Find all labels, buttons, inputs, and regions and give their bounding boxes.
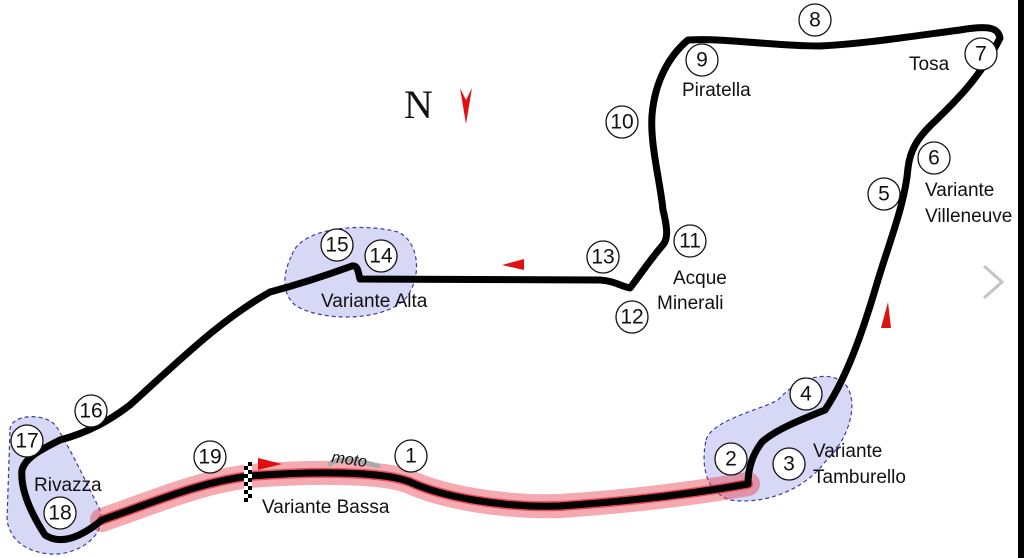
svg-text:16: 16: [79, 400, 102, 423]
svg-text:3: 3: [783, 453, 795, 476]
svg-text:1: 1: [405, 445, 417, 468]
compass-arrow-icon: [460, 88, 472, 124]
turn-marker-14: 14: [364, 239, 398, 273]
turn-marker-12: 12: [615, 300, 649, 334]
svg-text:8: 8: [809, 9, 821, 32]
svg-text:7: 7: [975, 43, 987, 66]
label-variante-bassa: Variante Bassa: [262, 497, 390, 518]
corner-labels: Tosa Piratella Variante Villeneuve Acque…: [34, 54, 1012, 518]
svg-text:2: 2: [725, 448, 737, 471]
label-piratella: Piratella: [682, 80, 751, 101]
turn-marker-4: 4: [789, 377, 823, 411]
start-finish-line: [244, 462, 252, 502]
chevron-right-icon: [983, 264, 1005, 300]
turn-marker-15: 15: [320, 228, 354, 262]
direction-arrow-start: [258, 458, 282, 470]
label-variante-villeneuve-line1: Variante: [925, 180, 994, 201]
turn-marker-3: 3: [772, 447, 806, 481]
svg-text:13: 13: [591, 246, 614, 269]
turn-marker-8: 8: [798, 3, 832, 37]
svg-text:6: 6: [928, 147, 940, 170]
turn-marker-6: 6: [917, 141, 951, 175]
next-image-button[interactable]: [978, 262, 1008, 302]
turn-marker-19: 19: [193, 440, 227, 474]
svg-text:11: 11: [679, 230, 701, 253]
svg-text:15: 15: [325, 234, 348, 257]
label-rivazza: Rivazza: [34, 475, 102, 496]
label-variante-tamburello-line2: Tamburello: [813, 467, 906, 488]
svg-text:19: 19: [198, 446, 221, 469]
turn-marker-16: 16: [74, 394, 108, 428]
label-acque-minerali-line2: Minerali: [657, 293, 724, 314]
svg-text:18: 18: [48, 502, 71, 525]
turn-marker-2: 2: [714, 442, 748, 476]
track-line: [18, 24, 1004, 544]
svg-text:9: 9: [696, 49, 708, 72]
svg-text:14: 14: [369, 245, 393, 268]
turn-marker-7: 7: [964, 37, 998, 71]
label-moto: moto: [330, 449, 368, 471]
direction-arrow-back-straight: [502, 259, 524, 270]
turn-marker-13: 13: [586, 240, 620, 274]
turn-marker-11: 11: [673, 224, 707, 258]
svg-text:5: 5: [878, 183, 890, 206]
svg-text:4: 4: [800, 383, 812, 406]
moto-variant-line: [327, 457, 381, 469]
svg-text:12: 12: [620, 306, 643, 329]
direction-arrow-east: [881, 302, 891, 328]
direction-arrows: [258, 88, 891, 470]
svg-text:17: 17: [15, 430, 38, 453]
turn-marker-17: 17: [10, 424, 44, 458]
turn-marker-1: 1: [394, 439, 428, 473]
label-variante-villeneuve-line2: Villeneuve: [925, 206, 1012, 227]
label-acque-minerali-line1: Acque: [673, 268, 727, 289]
turn-markers: 1 2 3 4 5 6 7 8 9 10 11 12 13 14 15 16 1…: [10, 3, 998, 530]
compass-label: N: [404, 82, 433, 127]
turn-marker-9: 9: [685, 43, 719, 77]
turn-marker-5: 5: [867, 177, 901, 211]
svg-text:10: 10: [610, 111, 633, 134]
label-variante-tamburello-line1: Variante: [813, 441, 882, 462]
label-tosa: Tosa: [909, 54, 950, 75]
label-variante-alta: Variante Alta: [321, 291, 428, 312]
turn-marker-10: 10: [605, 105, 639, 139]
turn-marker-18: 18: [43, 496, 77, 530]
